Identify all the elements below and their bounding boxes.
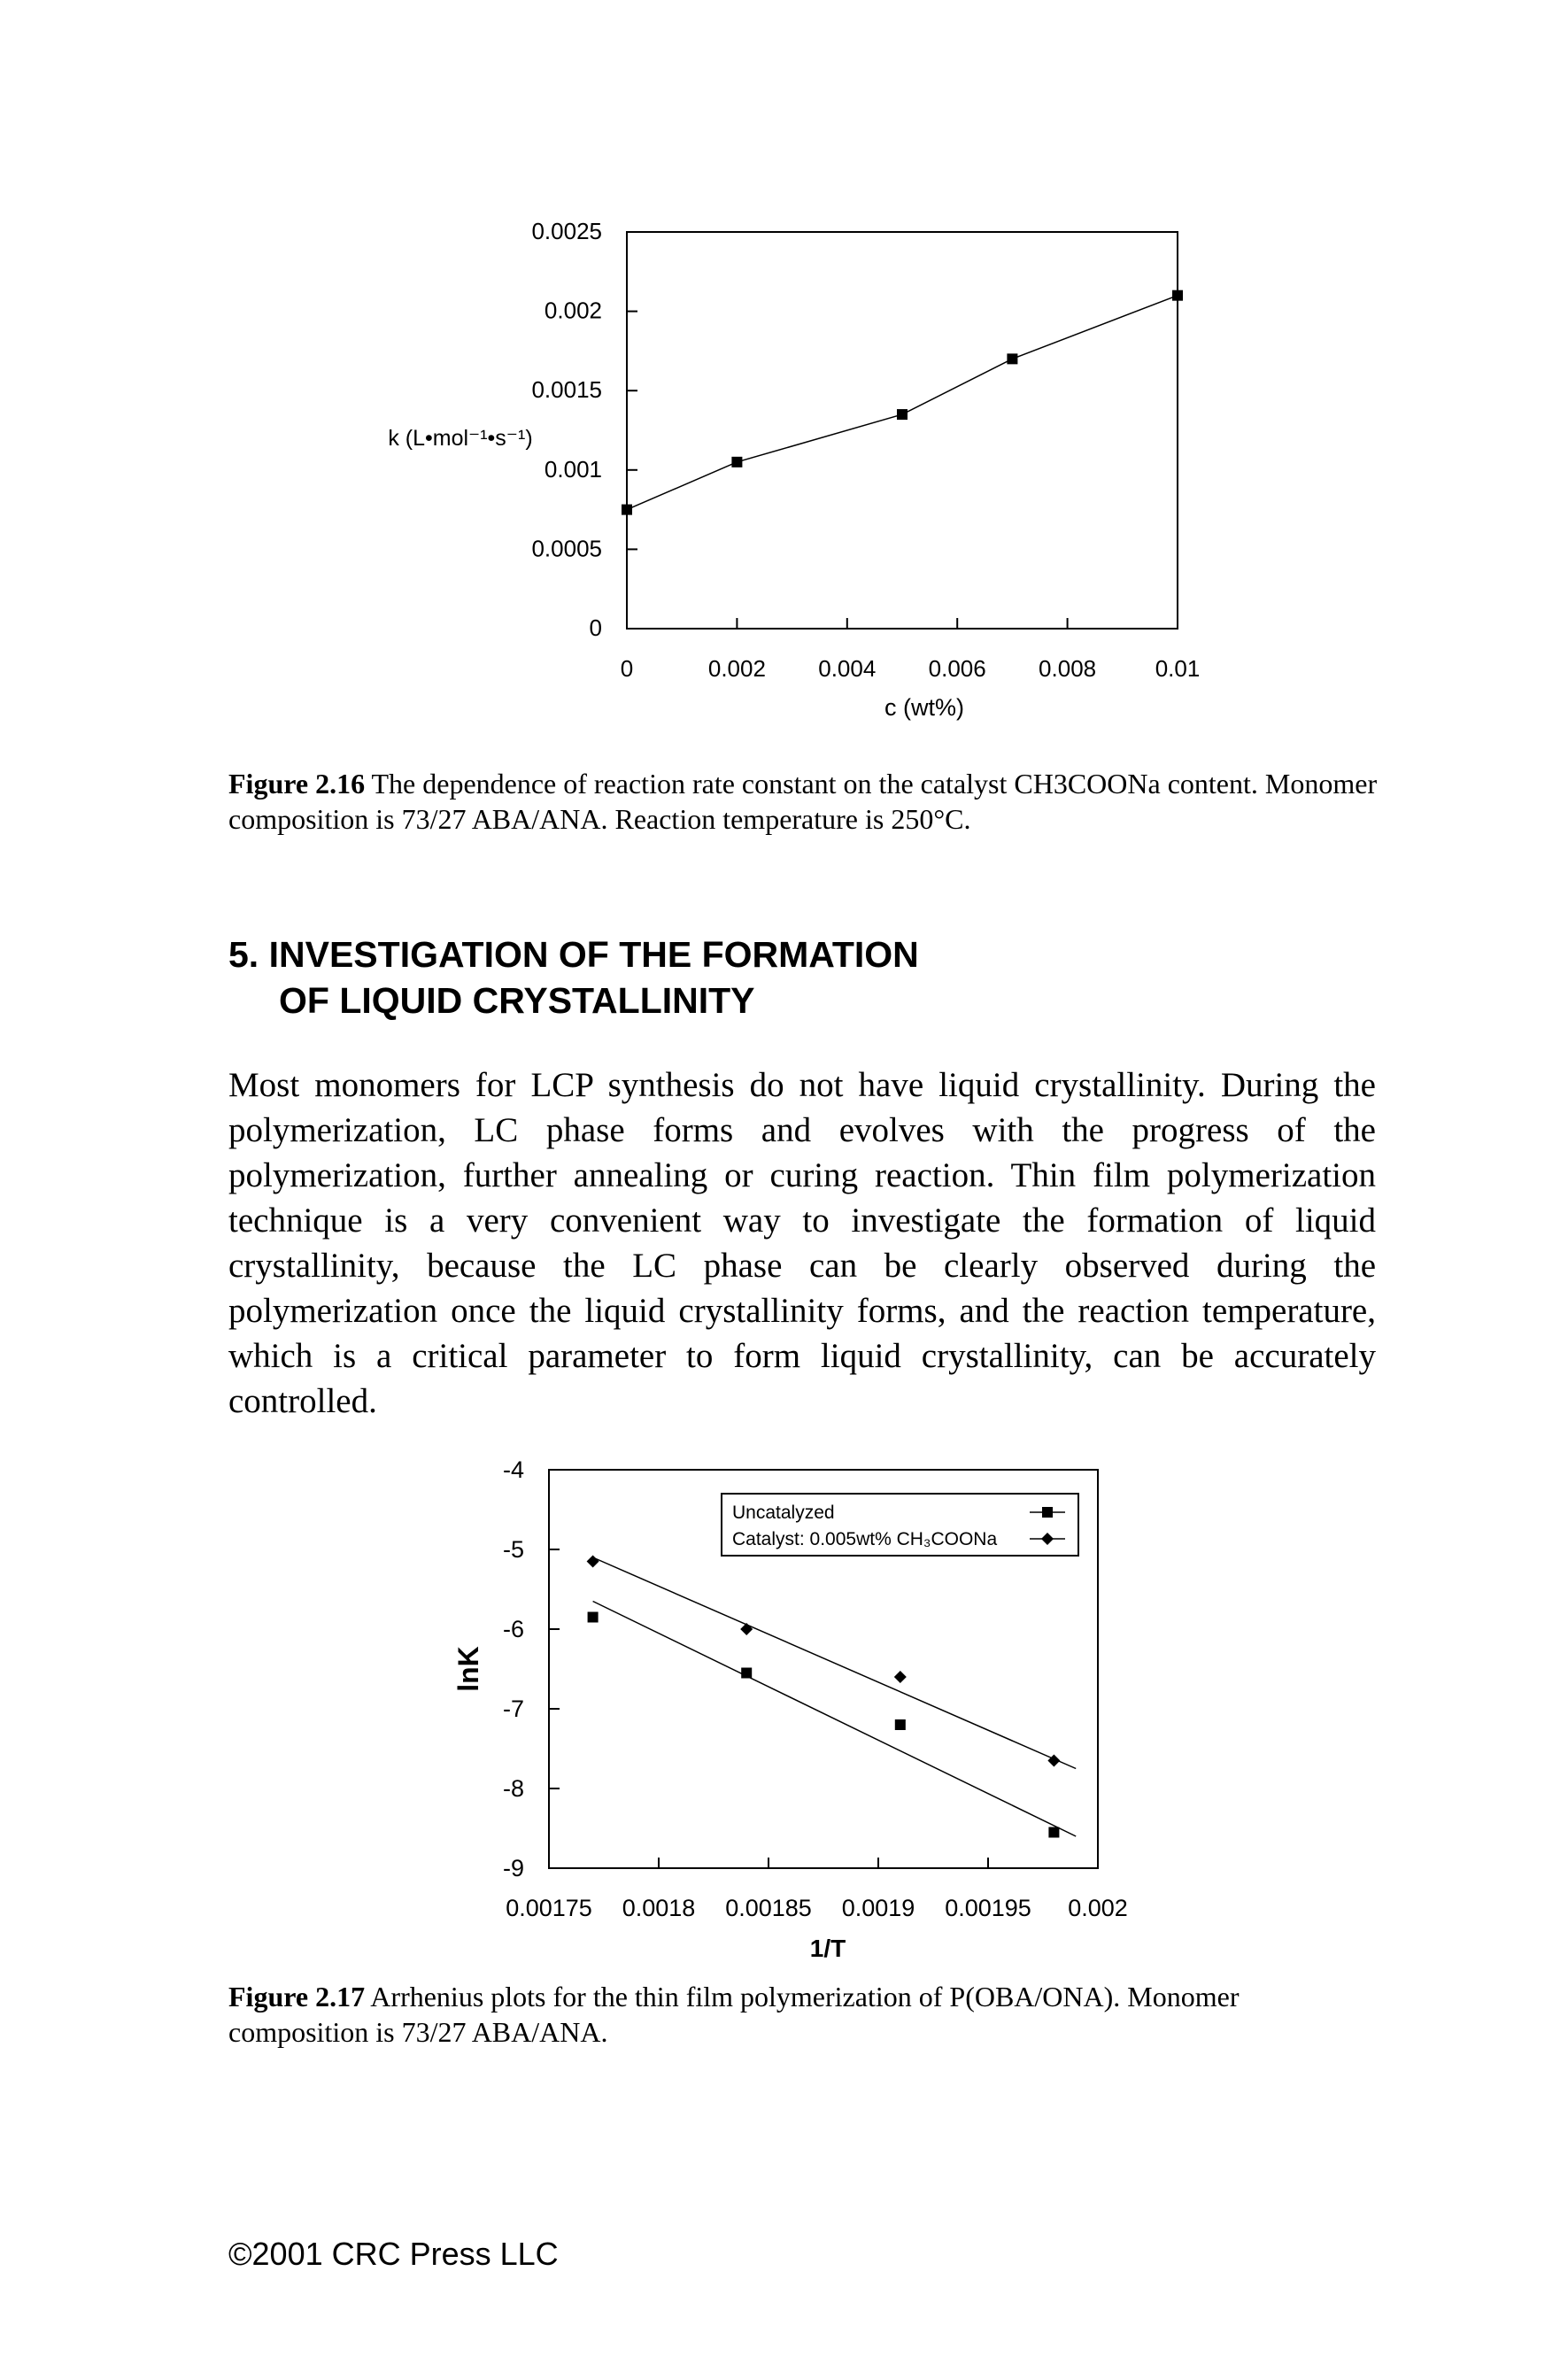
body-paragraph: Most monomers for LCP synthesis do not h… xyxy=(228,1066,1376,1420)
x-tick-label: 0.004 xyxy=(818,655,876,682)
y-tick-label: -9 xyxy=(503,1855,524,1881)
x-tick-label: 0.0019 xyxy=(842,1895,915,1921)
data-point xyxy=(622,504,632,515)
data-point xyxy=(1047,1754,1061,1767)
y-tick-label: -5 xyxy=(503,1536,524,1563)
fit-line xyxy=(592,1600,1077,1837)
x-tick-label: 0.00185 xyxy=(725,1895,812,1921)
data-point xyxy=(1048,1827,1060,1838)
figure-2-16-text: The dependence of reaction rate constant… xyxy=(228,768,1378,835)
data-point xyxy=(731,456,743,467)
x-axis-label: c (wt%) xyxy=(884,694,964,721)
y-tick-label: 0.001 xyxy=(545,456,602,483)
x-axis-label: 1/T xyxy=(810,1935,846,1962)
section-number: 5. xyxy=(228,934,259,975)
data-point xyxy=(587,1611,599,1623)
plot-frame xyxy=(626,231,1178,630)
y-tick-label: 0.002 xyxy=(545,297,602,324)
legend-marker xyxy=(1041,1533,1054,1545)
y-tick-label: 0 xyxy=(590,614,602,641)
y-tick-label: 0.0015 xyxy=(531,376,602,403)
plot-frame xyxy=(548,1469,1099,1869)
x-tick-label: 0.01 xyxy=(1155,655,1201,682)
x-tick-label: 0.00175 xyxy=(506,1895,592,1921)
section-title-line2: OF LIQUID CRYSTALLINITY xyxy=(279,980,755,1021)
figure-2-16-caption: Figure 2.16 The dependence of reaction r… xyxy=(228,766,1379,837)
figure-2-16-label: Figure 2.16 xyxy=(228,768,366,800)
section-heading: 5. INVESTIGATION OF THE FORMATION OF LIQ… xyxy=(228,931,919,1024)
fit-line xyxy=(592,1557,1077,1770)
x-tick-label: 0.006 xyxy=(929,655,986,682)
x-tick-label: 0.0018 xyxy=(622,1895,696,1921)
x-tick-label: 0.00195 xyxy=(945,1895,1031,1921)
legend-label: Uncatalyzed xyxy=(732,1503,835,1523)
data-point xyxy=(893,1671,907,1683)
y-axis-label: lnK xyxy=(452,1646,484,1692)
x-tick-label: 0.008 xyxy=(1039,655,1096,682)
data-point xyxy=(897,409,908,421)
data-point xyxy=(1172,290,1183,301)
data-point xyxy=(586,1555,599,1568)
data-point xyxy=(741,1667,753,1679)
legend-label: Catalyst: 0.005wt% CH₃COONa xyxy=(732,1529,997,1549)
y-tick-label: -4 xyxy=(503,1456,524,1483)
y-tick-label: 0.0025 xyxy=(531,218,602,244)
data-point xyxy=(894,1719,906,1730)
y-axis-label: k (L•mol⁻¹•s⁻¹) xyxy=(388,426,532,451)
figure-2-17-caption: Figure 2.17 Arrhenius plots for the thin… xyxy=(228,1979,1379,2050)
y-tick-label: -8 xyxy=(503,1775,524,1802)
legend-box xyxy=(721,1493,1079,1557)
y-tick-label: 0.0005 xyxy=(531,535,602,561)
arrhenius-chart: -9 -8 -7 -6 -5 -4 0.00175 0.0018 0.00185 0.0019 0.… xyxy=(452,1456,1128,1962)
legend-marker xyxy=(1042,1507,1053,1518)
copyright-footer: ©2001 CRC Press LLC xyxy=(228,2236,559,2272)
figure-2-17-label: Figure 2.17 xyxy=(228,1981,366,2012)
data-point xyxy=(740,1623,753,1635)
section-title-line1: INVESTIGATION OF THE FORMATION xyxy=(268,934,919,975)
rate-constant-chart: 0 0.0005 0.001 0.0015 0.002 0.0025 0 0.002 0.004… xyxy=(388,218,1201,721)
x-tick-label: 0 xyxy=(621,655,633,682)
x-tick-label: 0.002 xyxy=(1068,1895,1128,1921)
data-point xyxy=(1007,353,1018,365)
y-tick-label: -6 xyxy=(503,1616,524,1642)
x-tick-label: 0.002 xyxy=(708,655,766,682)
figure-2-17-text: Arrhenius plots for the thin film polyme… xyxy=(228,1981,1240,2048)
series-line xyxy=(626,294,1178,511)
y-tick-label: -7 xyxy=(503,1696,524,1722)
